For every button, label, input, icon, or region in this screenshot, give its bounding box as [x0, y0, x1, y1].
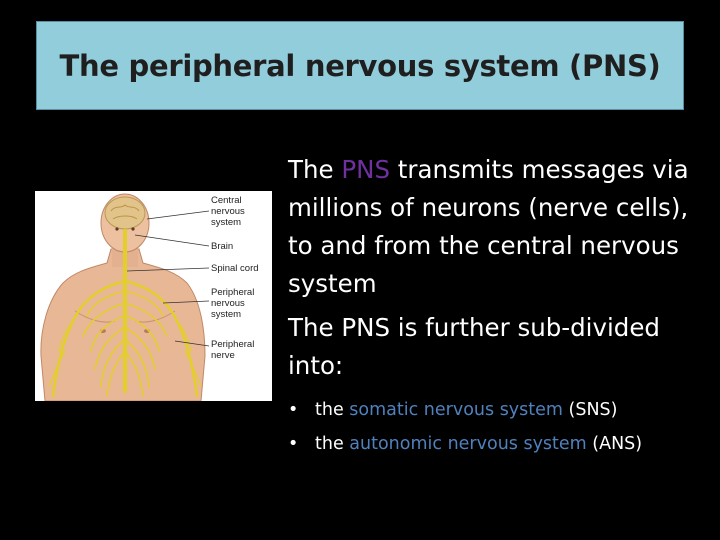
label-nerve-line2: nerve: [211, 350, 235, 361]
somatic-highlight: somatic nervous system: [349, 400, 563, 420]
paragraph-pns-description: The PNS transmits messages via millions …: [288, 151, 708, 303]
bullet-icon: •: [288, 434, 299, 454]
label-brain: Brain: [211, 241, 233, 252]
slide-title: The peripheral nervous system (PNS): [59, 48, 661, 83]
nervous-system-figure: Central nervous system Brain Spinal cord…: [35, 191, 272, 401]
label-peripheral-line3: system: [211, 309, 241, 320]
human-torso-illustration: [40, 193, 206, 401]
list-item-prefix: the: [315, 400, 350, 420]
label-central-line1: Central: [211, 195, 242, 206]
bullet-icon: •: [288, 400, 299, 420]
label-spinal-cord: Spinal cord: [211, 263, 259, 274]
nervous-system-illustration: Central nervous system Brain Spinal cord…: [40, 193, 259, 401]
list-item-prefix: the: [315, 434, 350, 454]
autonomic-highlight: autonomic nervous system: [349, 434, 587, 454]
nerve-network: [48, 229, 202, 398]
list-item-suffix: (ANS): [586, 434, 643, 454]
label-peripheral-line2: nervous: [211, 298, 245, 309]
paragraph-subdivision: The PNS is further sub-divided into:: [288, 313, 660, 380]
label-central-line3: system: [211, 217, 241, 228]
title-bar: The peripheral nervous system (PNS): [36, 21, 684, 110]
paragraph1-rest: transmits messages via millions of neuro…: [288, 155, 689, 298]
label-leaders: [126, 210, 210, 347]
label-central-line2: nervous: [211, 206, 245, 217]
subdivision-list: • the somatic nervous system (SNS) • the a…: [288, 393, 708, 461]
paragraph1-prefix: The: [288, 155, 342, 184]
list-item-suffix: (SNS): [562, 400, 618, 420]
list-item-autonomic: • the autonomic nervous system (ANS): [288, 427, 708, 461]
slide-body: The PNS transmits messages via millions …: [288, 151, 708, 461]
list-item-somatic: • the somatic nervous system (SNS): [288, 393, 708, 427]
pns-highlight: PNS: [341, 155, 391, 184]
label-peripheral-line1: Peripheral: [211, 287, 254, 298]
label-nerve-line1: Peripheral: [211, 339, 254, 350]
